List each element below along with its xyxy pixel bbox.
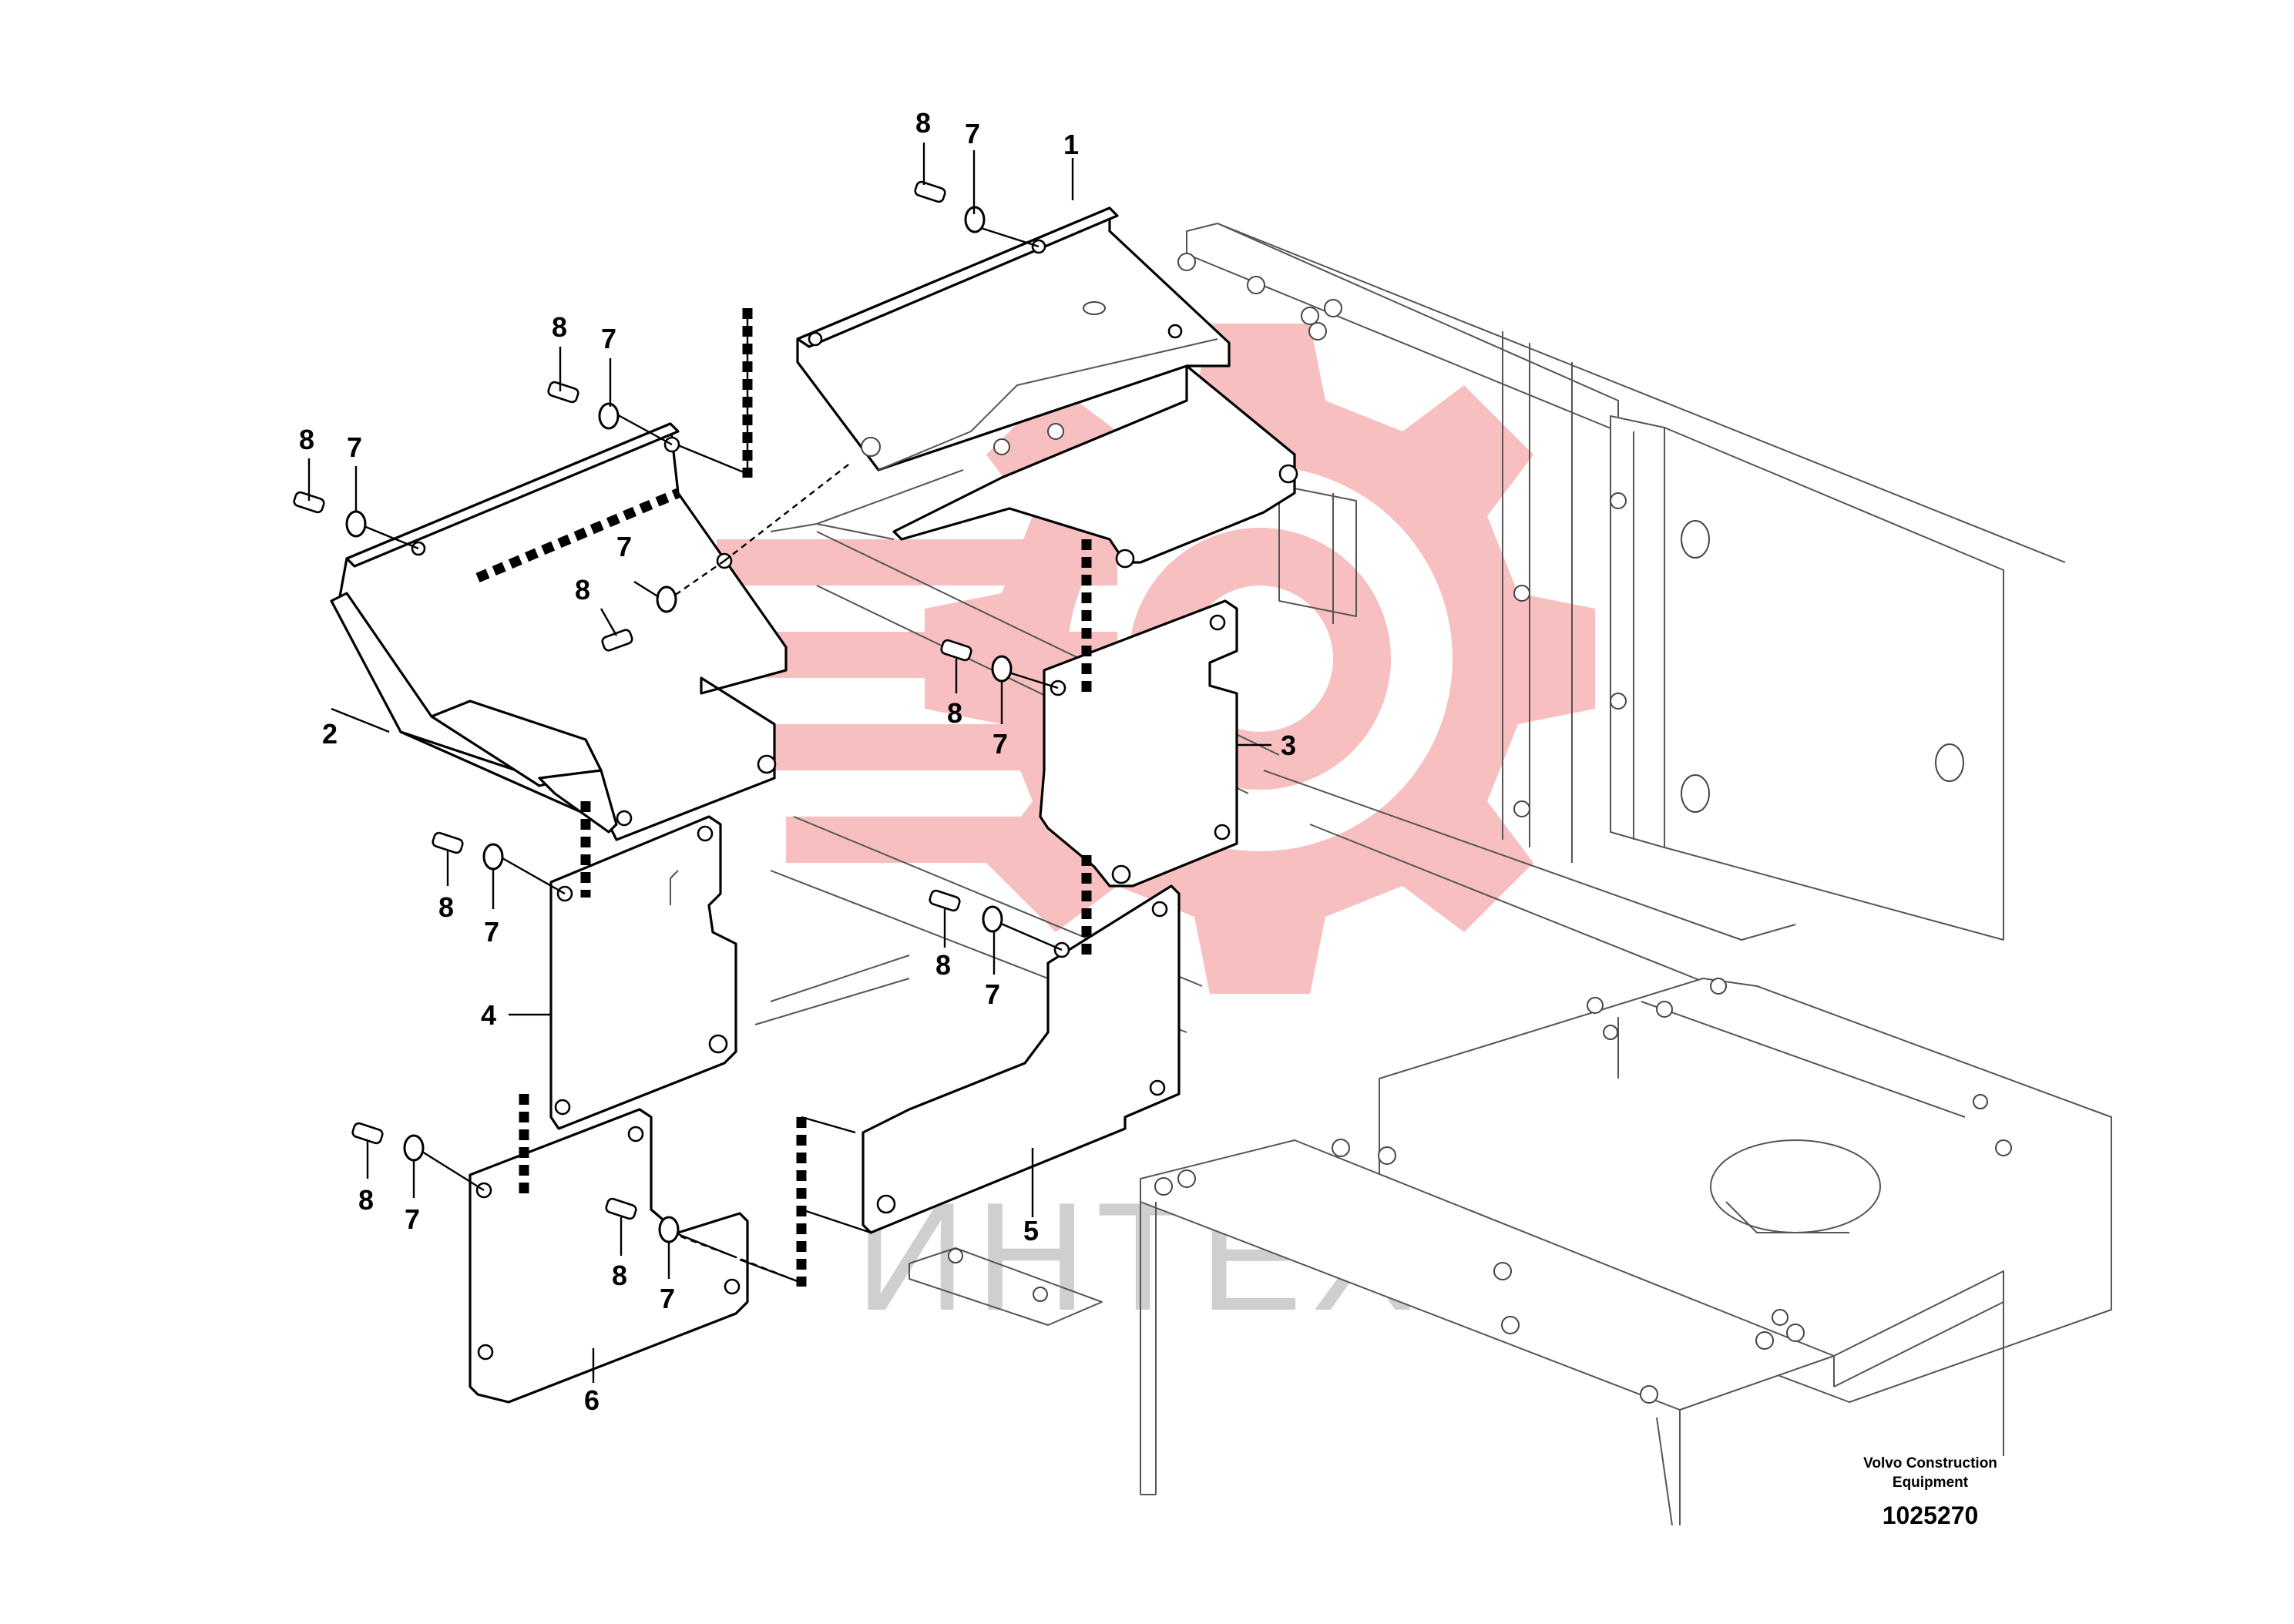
callout-part-6: 6 <box>584 1384 600 1416</box>
callout-part-5: 5 <box>1023 1215 1039 1247</box>
callout-screw: 8 <box>935 949 951 981</box>
callout-washer: 7 <box>347 431 362 463</box>
caption-manufacturer-line2: Equipment <box>1893 1475 1969 1491</box>
callout-screw: 8 <box>438 891 454 923</box>
callout-screw: 8 <box>552 311 567 343</box>
fasteners <box>293 180 1063 1257</box>
callout-screw: 8 <box>358 1184 374 1216</box>
callout-washer: 7 <box>601 323 616 354</box>
callout-screw: 8 <box>947 697 962 729</box>
part-2-left-cover <box>330 422 788 841</box>
callout-part-3: 3 <box>1281 730 1296 761</box>
assembly-lines <box>519 308 1092 1287</box>
callout-labels: 1 2 3 4 5 6 8 7 8 7 8 7 7 8 8 7 8 7 8 7 … <box>299 107 1296 1416</box>
callout-washer: 7 <box>965 118 980 149</box>
part-1-top-cover <box>770 206 1298 569</box>
caption-drawing-number: 1025270 <box>1883 1502 1979 1529</box>
part-6-bottom-left-plate <box>469 1108 749 1404</box>
callout-washer: 7 <box>405 1203 420 1235</box>
callout-screw: 8 <box>612 1260 627 1291</box>
callout-part-2: 2 <box>322 718 338 750</box>
callout-washer: 7 <box>992 728 1008 760</box>
machine-frame <box>754 223 2112 1526</box>
callout-washer: 7 <box>660 1283 675 1314</box>
callout-part-4: 4 <box>481 999 496 1031</box>
part-4-left-plate <box>549 815 737 1130</box>
callout-screw: 8 <box>915 107 931 139</box>
callout-washer: 7 <box>616 531 632 562</box>
caption-manufacturer-line1: Volvo Construction <box>1863 1455 1997 1471</box>
frame-bolts <box>948 253 2012 1404</box>
callout-washer: 7 <box>484 916 499 948</box>
callout-screw: 8 <box>575 574 590 606</box>
callout-washer: 7 <box>985 978 1000 1010</box>
callout-leaders <box>307 143 1271 1383</box>
callout-part-1: 1 <box>1063 129 1079 160</box>
drawing-caption: Volvo Construction Equipment 1025270 <box>1863 1455 1997 1529</box>
callout-screw: 8 <box>299 424 314 455</box>
